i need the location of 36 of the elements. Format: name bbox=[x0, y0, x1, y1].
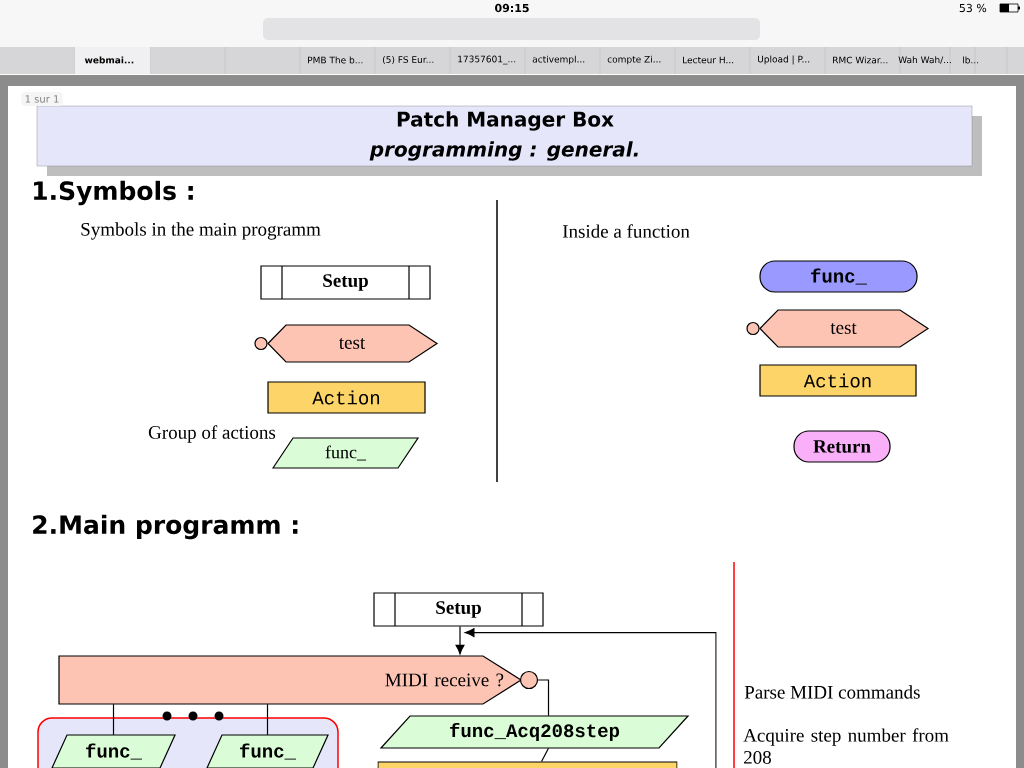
connector bbox=[537, 679, 550, 717]
subtitle: programming : general. bbox=[369, 141, 638, 161]
tab-label: Wah Wah/... bbox=[898, 56, 951, 64]
tab-label: Lecteur H... bbox=[683, 56, 734, 64]
tab-label: activempl... bbox=[532, 55, 585, 65]
connector bbox=[464, 628, 717, 768]
connector bbox=[266, 703, 269, 736]
tab-label: (5) FS Eur... bbox=[383, 56, 434, 64]
text: Parse MIDI commands bbox=[744, 685, 920, 699]
process-box: Setup bbox=[260, 265, 431, 300]
function-box: func_ bbox=[51, 734, 176, 768]
connector bbox=[540, 747, 550, 763]
tab-label: 17357601_... bbox=[458, 55, 516, 65]
status-text: 09:15 bbox=[495, 3, 529, 13]
status-text: 53 % bbox=[959, 3, 987, 13]
function-box: func_ bbox=[206, 734, 329, 768]
tab-label: compte Zi... bbox=[607, 55, 661, 65]
title: Patch Manager Box bbox=[397, 111, 614, 131]
note-text: Acquire step number from 208 bbox=[743, 728, 949, 764]
tab-label: RMC Wizar... bbox=[833, 56, 888, 64]
tab-label: Upload | P... bbox=[758, 55, 810, 65]
connector bbox=[455, 626, 465, 655]
heading: 2.Main programm : bbox=[33, 514, 298, 540]
action-box bbox=[377, 761, 678, 768]
text: Symbols in the main programm bbox=[81, 222, 321, 240]
text: Inside a function bbox=[562, 224, 690, 238]
tab-label: lb... bbox=[963, 56, 979, 64]
terminal-box: Return bbox=[793, 430, 891, 463]
action-box: Action bbox=[267, 381, 426, 414]
tab-label: PMB The b... bbox=[308, 56, 363, 64]
browser-tab: webmai... bbox=[75, 47, 150, 74]
process-box: Setup bbox=[373, 592, 544, 627]
action-box: Action bbox=[759, 364, 917, 397]
terminal-box: func_ bbox=[759, 260, 918, 293]
connector bbox=[112, 703, 115, 736]
heading: 1.Symbols : bbox=[34, 180, 193, 206]
